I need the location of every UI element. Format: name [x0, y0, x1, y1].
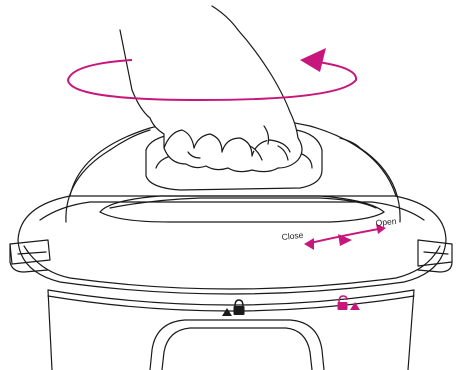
unlocked-padlock-icon — [338, 296, 348, 310]
locked-indicator — [222, 300, 245, 316]
direction-arrows — [304, 224, 386, 250]
pot-body — [48, 290, 414, 370]
right-side-handle — [418, 240, 452, 272]
open-label: Open — [375, 216, 397, 228]
close-label: Close — [281, 230, 304, 242]
rotation-arrow-icon — [300, 48, 326, 72]
locked-padlock-icon — [234, 300, 245, 315]
